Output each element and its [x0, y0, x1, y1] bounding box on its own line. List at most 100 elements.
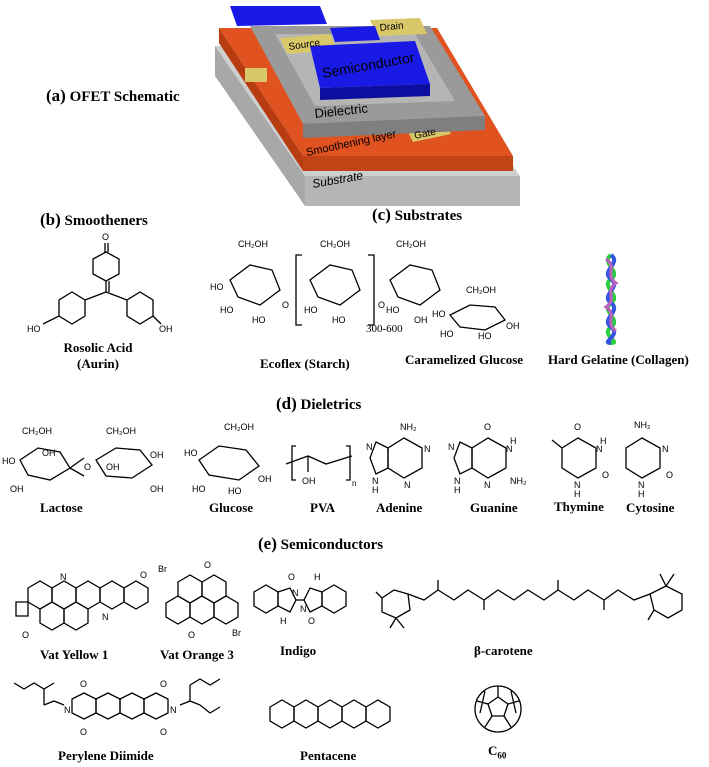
svg-text:H: H: [314, 572, 321, 582]
panel-e-heading: (e) Semiconductors: [258, 534, 384, 553]
svg-text:OH: OH: [106, 462, 120, 472]
vat-yellow-1-structure: N N O O: [15, 570, 149, 640]
svg-text:HO: HO: [220, 305, 234, 315]
svg-text:N: N: [170, 705, 177, 715]
svg-text:N: N: [574, 480, 581, 490]
panel-c-heading: (c) Substrates: [372, 205, 463, 224]
svg-text:HO: HO: [252, 315, 266, 325]
svg-text:H: H: [638, 489, 645, 499]
svg-text:N: N: [404, 480, 411, 490]
svg-text:HO: HO: [304, 305, 318, 315]
svg-text:O: O: [484, 422, 491, 432]
svg-text:Br: Br: [158, 564, 167, 574]
svg-text:O: O: [84, 462, 91, 472]
svg-text:N: N: [448, 442, 455, 452]
svg-text:CH₂OH: CH₂OH: [238, 239, 268, 249]
svg-text:N: N: [300, 604, 307, 614]
rosolic-acid-label: Rosolic Acid (Aurin): [63, 340, 133, 371]
svg-text:Br: Br: [232, 628, 241, 638]
svg-text:HO: HO: [332, 315, 346, 325]
svg-text:OH: OH: [414, 315, 428, 325]
svg-text:H: H: [280, 616, 287, 626]
svg-text:HO: HO: [386, 305, 400, 315]
svg-text:N: N: [454, 476, 461, 486]
caramelized-glucose-label: Caramelized Glucose: [405, 352, 524, 367]
svg-text:NH₂: NH₂: [400, 422, 417, 432]
semiconductor-layer: [310, 41, 430, 88]
ecoflex-label: Ecoflex (Starch): [260, 356, 350, 371]
svg-text:N: N: [424, 444, 431, 454]
gate-label: Gate: [413, 127, 437, 142]
guanine-label: Guanine: [470, 500, 518, 515]
svg-text:NH₂: NH₂: [634, 420, 651, 430]
c60-label: C60: [488, 743, 507, 761]
vat-orange-3-structure: Br O O Br: [158, 560, 241, 640]
svg-text:O: O: [160, 679, 167, 689]
svg-text:CH₂OH: CH₂OH: [22, 426, 52, 436]
ecoflex-starch-structure: CH₂OH HO HO HO O CH₂OH HO HO O CH₂OH HO …: [210, 239, 446, 326]
panel-d-heading: (d) Dieletrics: [276, 394, 362, 413]
collagen-helix-image: [603, 253, 619, 345]
beta-carotene-structure: [375, 573, 683, 629]
svg-text:CH₂OH: CH₂OH: [466, 285, 496, 295]
cytosine-structure: NH₂ N O N H: [625, 420, 673, 499]
adenine-structure: NH₂ N N N N H: [366, 422, 431, 495]
svg-text:O: O: [308, 616, 315, 626]
svg-text:HO: HO: [184, 448, 198, 458]
svg-text:HO: HO: [478, 331, 492, 341]
svg-text:N: N: [60, 572, 67, 582]
perylene-diimide-structure: N N O O O O: [13, 678, 221, 737]
beta-carotene-label: β-carotene: [474, 643, 533, 658]
svg-text:N: N: [366, 442, 373, 452]
svg-text:O: O: [666, 470, 673, 480]
lactose-structure: CH₂OH HO OH OH O CH₂OH OH OH OH: [2, 426, 164, 494]
pentacene-structure: [269, 699, 391, 729]
svg-text:O: O: [282, 300, 289, 310]
svg-text:O: O: [288, 572, 295, 582]
glucose-structure: CH₂OH HO HO HO OH: [184, 422, 272, 496]
svg-text:N: N: [484, 480, 491, 490]
thymine-structure: O N H O N H: [551, 422, 609, 499]
svg-text:O: O: [378, 300, 385, 310]
svg-text:N: N: [596, 444, 603, 454]
gate-contact-left: [245, 68, 267, 82]
svg-text:OH: OH: [10, 484, 24, 494]
svg-text:O: O: [602, 470, 609, 480]
atom-o: O: [102, 232, 109, 242]
thymine-label: Thymine: [554, 499, 604, 514]
svg-text:HO: HO: [192, 484, 206, 494]
svg-text:O: O: [22, 630, 29, 640]
svg-text:O: O: [80, 727, 87, 737]
source-label: Source: [288, 38, 321, 53]
svg-text:CH₂OH: CH₂OH: [396, 239, 426, 249]
hard-gelatine-label: Hard Gelatine (Collagen): [548, 352, 689, 367]
pva-label: PVA: [310, 500, 336, 515]
guanine-structure: O N N H N NH₂ N H: [448, 422, 527, 495]
svg-text:CH₂OH: CH₂OH: [320, 239, 350, 249]
svg-text:H: H: [600, 436, 607, 446]
pentacene-label: Pentacene: [300, 748, 357, 763]
cytosine-label: Cytosine: [626, 500, 675, 515]
svg-text:NH₂: NH₂: [510, 476, 527, 486]
svg-text:O: O: [188, 630, 195, 640]
svg-text:HO: HO: [2, 456, 16, 466]
svg-text:O: O: [574, 422, 581, 432]
perylene-diimide-label: Perylene Diimide: [58, 748, 154, 763]
svg-text:H: H: [454, 485, 461, 495]
svg-text:OH: OH: [258, 474, 272, 484]
svg-text:O: O: [160, 727, 167, 737]
svg-text:OH: OH: [302, 476, 316, 486]
c60-structure: [474, 685, 522, 733]
svg-text:N: N: [292, 588, 299, 598]
vat-yellow-1-label: Vat Yellow 1: [40, 647, 109, 662]
svg-text:OH: OH: [150, 484, 164, 494]
svg-text:HO: HO: [228, 486, 242, 496]
svg-text:O: O: [140, 570, 147, 580]
svg-text:OH: OH: [150, 450, 164, 460]
caramelized-glucose-structure: CH₂OH HO HO OH: [440, 285, 520, 341]
drain-label: Drain: [379, 21, 404, 34]
lactose-label: Lactose: [40, 500, 83, 515]
rosolic-acid-structure: O HO OH: [27, 232, 173, 334]
svg-text:N: N: [64, 705, 71, 715]
svg-text:H: H: [574, 489, 581, 499]
